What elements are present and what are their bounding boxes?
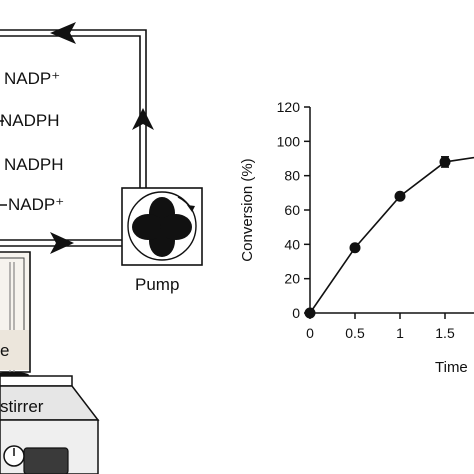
- arrow-left-icon: [50, 22, 76, 44]
- data-points: [304, 156, 451, 319]
- tubing-top: [0, 29, 147, 188]
- x-tick-label: 0: [306, 325, 314, 341]
- x-tick-label: 1: [396, 325, 404, 341]
- reaction-vessel: [0, 251, 31, 378]
- x-tick-label: 1.5: [435, 325, 455, 341]
- y-tick-label: 80: [284, 168, 300, 184]
- y-tick-label: 100: [277, 133, 301, 149]
- reaction-top-line1: NADP⁺: [4, 69, 60, 88]
- y-tick-label: 20: [284, 271, 300, 287]
- arrow-right-icon: [50, 232, 74, 254]
- vessel-partial-label: e: [0, 341, 9, 360]
- pump: [121, 187, 203, 266]
- y-tick-label: 60: [284, 202, 300, 218]
- reaction-bottom-line1: NADPH: [4, 155, 64, 174]
- data-point: [349, 242, 361, 254]
- reaction-bottom-line2: NADP⁺: [8, 195, 64, 214]
- display-panel: [23, 447, 69, 474]
- data-point: [394, 190, 406, 202]
- y-tick-label: 120: [277, 99, 301, 115]
- data-point: [439, 156, 451, 168]
- pump-label: Pump: [135, 275, 179, 294]
- x-axis-label: Time: [435, 359, 468, 376]
- arrow-up-icon: [132, 108, 154, 130]
- x-ticks: 0 0.5 1 1.5: [306, 313, 455, 341]
- x-tick-label: 0.5: [345, 325, 365, 341]
- stirrer-label: stirrer: [0, 397, 44, 416]
- flow-diagram: NADP⁺ NADPH NADPH NADP⁺ Pump: [0, 22, 203, 474]
- pump-rotor-icon: [132, 197, 192, 257]
- y-axis-label: Conversion (%): [239, 158, 256, 261]
- y-tick-label: 40: [284, 236, 300, 252]
- y-tick-label: 0: [292, 305, 300, 321]
- y-ticks: 0 20 40 60 80 100 120: [277, 99, 310, 321]
- series-line: [309, 156, 474, 314]
- magnetic-stirrer: [0, 375, 100, 474]
- reaction-top-line2: NADPH: [0, 111, 60, 130]
- data-point: [304, 307, 316, 319]
